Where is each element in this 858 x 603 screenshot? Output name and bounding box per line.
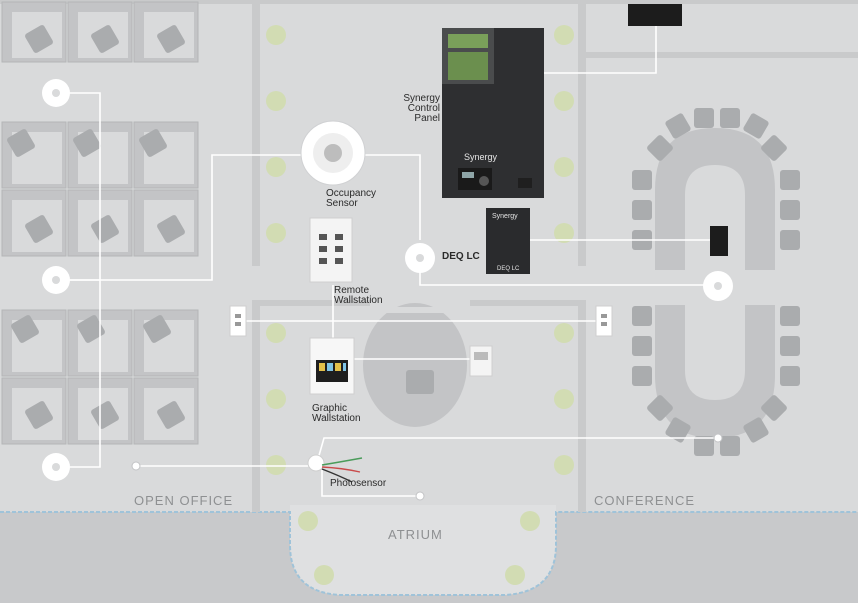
graphic-wallstation-label-line-2: Wallstation (312, 413, 361, 424)
remote-wallstation-icon (309, 217, 353, 283)
wall-box-icon (469, 345, 493, 377)
zone-label-atrium: ATRIUM (388, 527, 443, 542)
occupancy-sensor-label-line-2: Sensor (326, 198, 358, 209)
conference-controller-icon (628, 4, 682, 26)
photosensor-label: Photosensor (330, 478, 387, 489)
conference-table-bottom (655, 305, 775, 438)
zone-label-open-office: OPEN OFFICE (134, 493, 234, 508)
office-chairs (7, 25, 185, 429)
deq-lc-icon (486, 208, 530, 274)
conference-table-top (655, 128, 775, 270)
zone-label-conference: CONFERENCE (594, 493, 696, 508)
conference-keypad-icon (710, 226, 728, 256)
light-fixtures (266, 25, 574, 585)
remote-wallstation-label-line-2: Wallstation (334, 295, 383, 306)
interior-walls (0, 0, 858, 512)
wire-nodes (131, 433, 723, 501)
wall-switch-right-icon (595, 305, 613, 337)
deq-lc-face-text: DEQ LC (497, 266, 520, 272)
control-panel-label-line-2: Control (407, 103, 440, 114)
graphic-wallstation-label-line-1: Graphic (312, 403, 348, 414)
control-panel-label-line-3: Panel (414, 113, 440, 124)
occupancy-sensor-icon (300, 120, 366, 186)
deq-lc-label: DEQ LC (442, 251, 480, 262)
wall-switch-left-icon (229, 305, 247, 337)
deq-lc-brand: Synergy (492, 213, 518, 220)
control-panel-label-line-1: Synergy (403, 93, 440, 104)
remote-wallstation-label-line-1: Remote (334, 285, 370, 296)
window-edge (0, 511, 858, 596)
atrium-floor (290, 505, 556, 595)
control-panel-brand: Synergy (464, 152, 498, 162)
occupancy-discs (42, 79, 733, 481)
control-panel-icon (442, 28, 544, 198)
conference-chairs (632, 108, 800, 456)
center-table (352, 303, 478, 427)
occupancy-sensor-label-line-1: Occupancy (326, 188, 377, 199)
graphic-wallstation-icon (309, 337, 355, 395)
photosensor-icon (307, 454, 363, 483)
